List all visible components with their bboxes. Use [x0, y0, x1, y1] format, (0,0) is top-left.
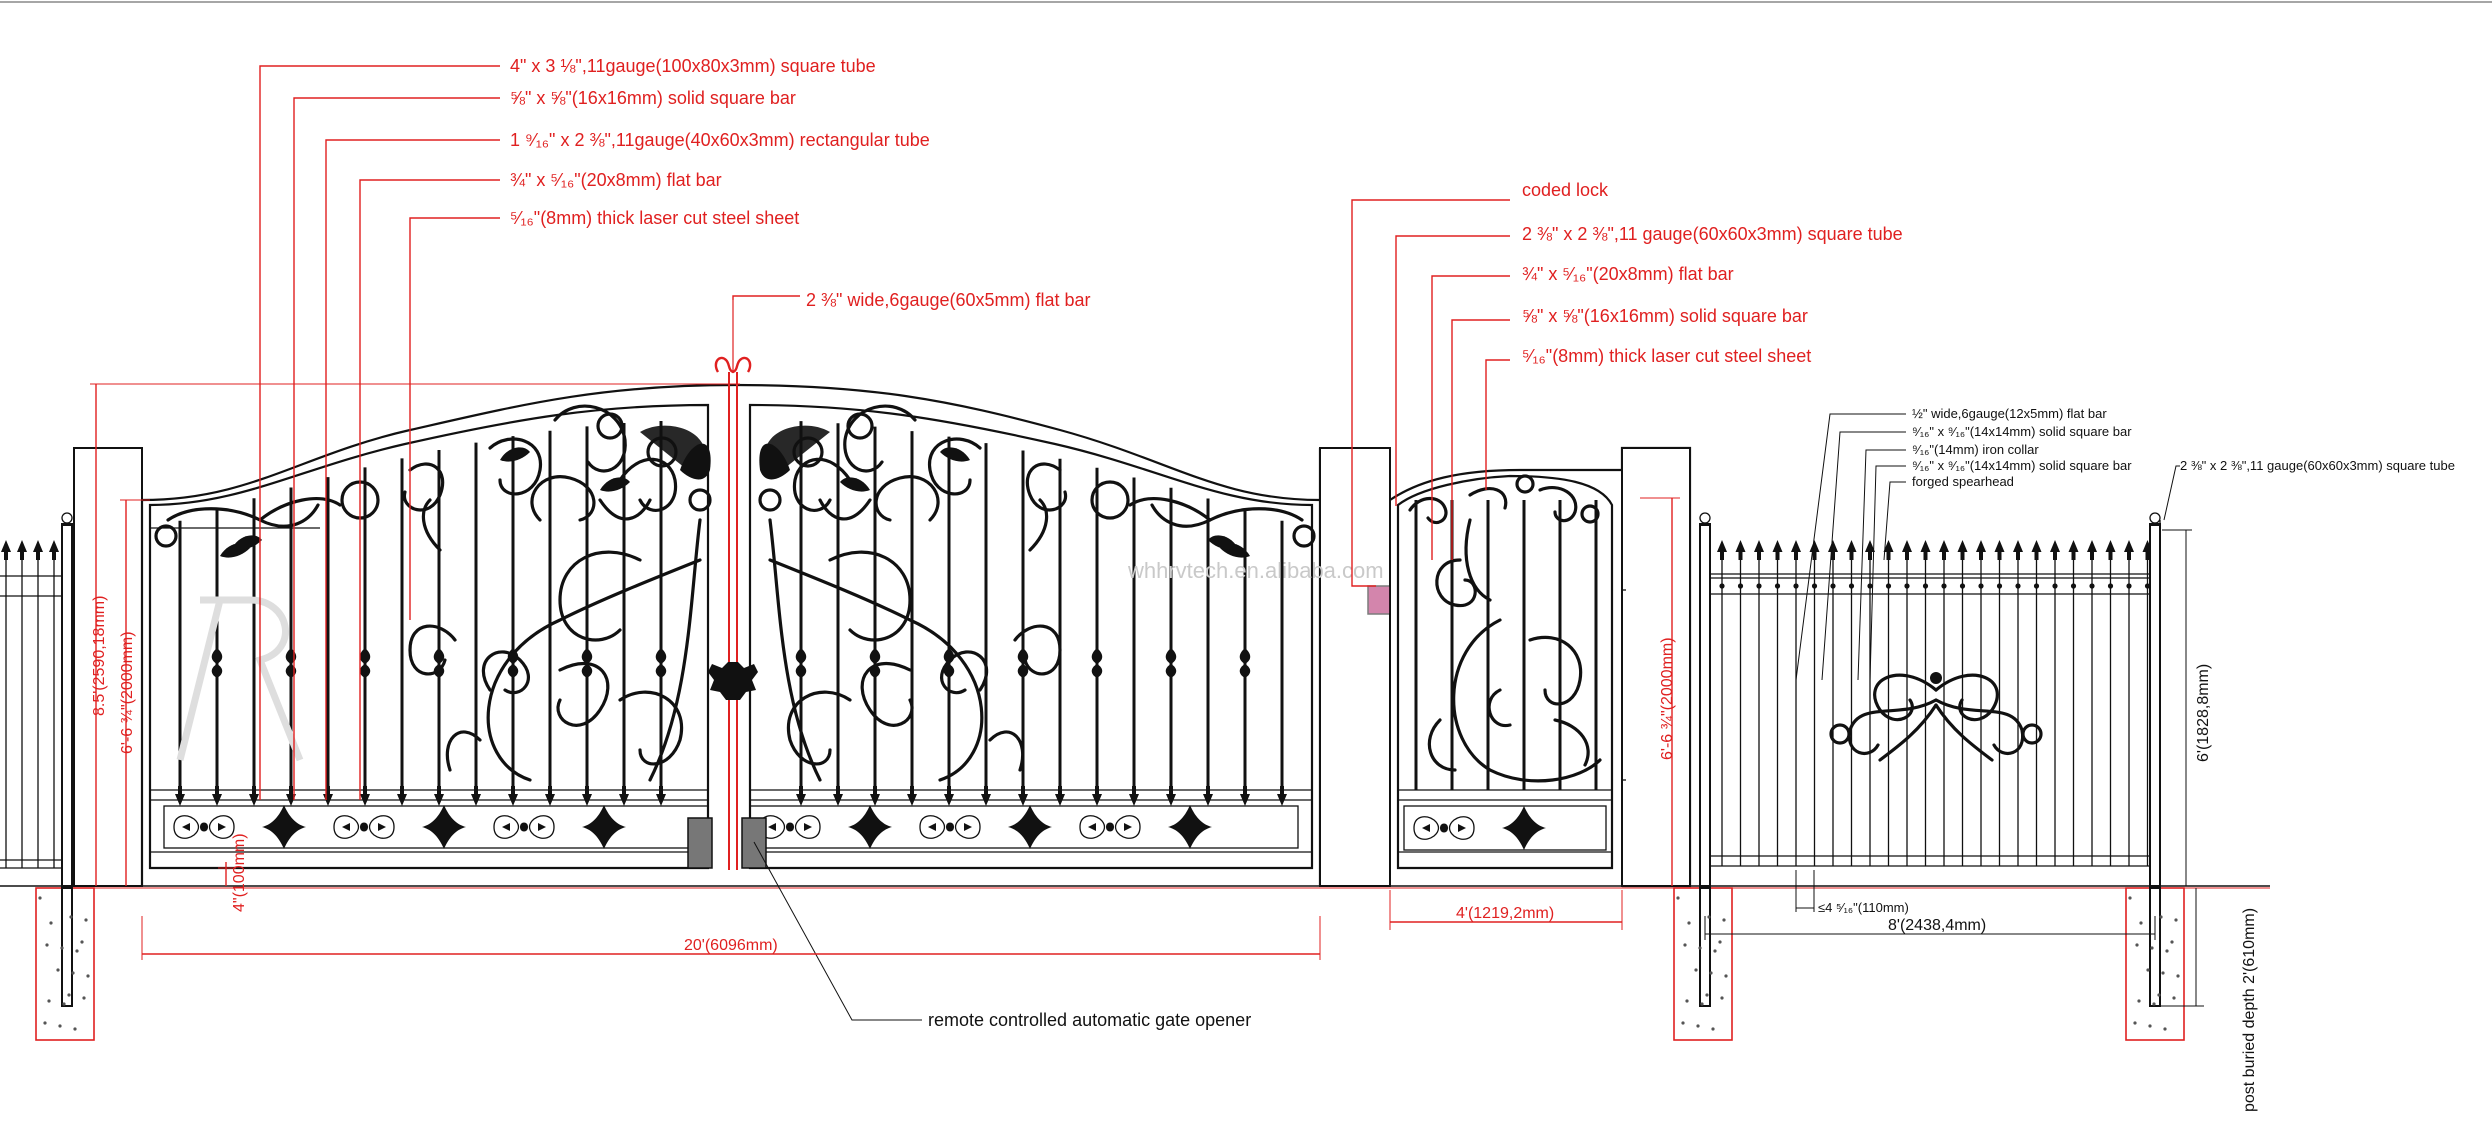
callout-fence-post-tube: 2 ⅜" x 2 ⅜",11 gauge(60x60x3mm) square t…	[2180, 458, 2455, 473]
callouts-fence: ½" wide,6gauge(12x5mm) flat bar ⁹⁄₁₆" x …	[1795, 406, 2455, 681]
callout-square-tube-60x60: 2 ⅜" x 2 ⅜",11 gauge(60x60x3mm) square t…	[1522, 224, 1903, 244]
pedestrian-gate-bars	[1414, 500, 1598, 790]
callouts-right: coded lock 2 ⅜" x 2 ⅜",11 gauge(60x60x3m…	[1351, 180, 1903, 587]
callout-center: 2 ⅜" wide,6gauge(60x5mm) flat bar	[732, 290, 1091, 310]
post-footings	[35, 887, 2185, 1041]
pedestrian-gate-post	[1621, 447, 1691, 887]
callout-rectangular-tube: 1 ⁹⁄₁₆" x 2 ⅜",11gauge(40x60x3mm) rectan…	[510, 130, 930, 150]
gate-bars-left	[175, 420, 667, 806]
dim-pedestrian-width: 4'(1219,2mm)	[1456, 905, 1554, 922]
center-top-finial	[714, 356, 752, 374]
callout-fence-square-bar-2: ⁹⁄₁₆" x ⁹⁄₁₆"(14x14mm) solid square bar	[1912, 458, 2132, 473]
coded-lock-box	[1367, 585, 1391, 615]
pedestrian-gate-leaf	[1396, 474, 1614, 870]
callout-fence-flat-bar: ½" wide,6gauge(12x5mm) flat bar	[1912, 406, 2107, 421]
callout-gate-opener: remote controlled automatic gate opener	[928, 1010, 1251, 1030]
dim-overall-height: 8.5'(2590,18mm)	[91, 596, 108, 716]
dim-picket-spacing: ≤4 ⁵⁄₁₆"(110mm)	[1818, 900, 1909, 915]
fence-pickets	[1717, 540, 2153, 866]
fence-center-ornament	[1829, 672, 2043, 762]
callout-forged-spearhead: forged spearhead	[1912, 474, 2014, 489]
dim-fence-panel-width: 8'(2438,4mm)	[1888, 917, 1986, 934]
pedestrian-bottom-band	[1413, 806, 1546, 850]
callout-flat-bar-20x8: ¾" x ⁵⁄₁₆"(20x8mm) flat bar	[510, 170, 722, 190]
dim-post-depth: post buried depth 2'(610mm)	[2241, 908, 2258, 1112]
gate-post-left	[73, 447, 143, 887]
callout-laser-cut-sheet: ⁵⁄₁₆"(8mm) thick laser cut steel sheet	[510, 208, 799, 228]
callouts-left: 4" x 3 ⅛",11gauge(100x80x3mm) square tub…	[259, 56, 930, 800]
callout-solid-square-bar-16: ⅝" x ⅝"(16x16mm) solid square bar	[510, 88, 796, 108]
callout-solid-bar-right: ⅝" x ⅝"(16x16mm) solid square bar	[1522, 306, 1808, 326]
gate-scrollwork-left	[154, 404, 712, 782]
callout-iron-collar: ⁹⁄₁₆"(14mm) iron collar	[1912, 442, 2039, 457]
watermark-text: whhrvtech.en.alibaba.com	[1127, 558, 1384, 583]
gate-scrollwork-right	[758, 404, 1316, 782]
callout-coded-lock: coded lock	[1522, 180, 1609, 200]
gate-bottom-band-right	[759, 805, 1212, 849]
gate-arch-outer	[141, 383, 1321, 502]
gate-leaf-left	[148, 403, 710, 870]
watermark-logo	[176, 596, 304, 762]
fence-panel	[1698, 512, 2162, 887]
pedestrian-scrollwork	[1408, 474, 1602, 783]
dim-pedestrian-height: 6'-6 ¾"(2000mm)	[1659, 637, 1676, 760]
dim-bottom-clearance: 4"(100mm)	[231, 833, 248, 912]
gate-opener-left	[687, 817, 713, 869]
callout-flat-bar-60x5: 2 ⅜" wide,6gauge(60x5mm) flat bar	[806, 290, 1091, 310]
dim-gate-height: 6'-6 ¾"(2000mm)	[119, 631, 136, 754]
dim-double-gate-width: 20'(6096mm)	[684, 937, 778, 954]
callout-flat-bar-right: ¾" x ⁵⁄₁₆"(20x8mm) flat bar	[1522, 264, 1734, 284]
double-driveway-gate	[140, 300, 1391, 887]
callout-opener: remote controlled automatic gate opener	[753, 841, 1251, 1030]
dim-fence-height: 6'(1828,8mm)	[2195, 664, 2212, 762]
left-fence-fragment	[0, 512, 74, 887]
gate-post-right	[1319, 447, 1391, 887]
gate-bars-right	[795, 421, 1287, 806]
pedestrian-gate	[1367, 446, 1692, 888]
callout-sheet-right: ⁵⁄₁₆"(8mm) thick laser cut steel sheet	[1522, 346, 1811, 366]
callout-square-tube-100x80: 4" x 3 ⅛",11gauge(100x80x3mm) square tub…	[510, 56, 876, 76]
center-latch	[708, 662, 758, 700]
callout-fence-square-bar: ⁹⁄₁₆" x ⁹⁄₁₆"(14x14mm) solid square bar	[1912, 424, 2132, 439]
dimensions: 8.5'(2590,18mm) 6'-6 ¾"(2000mm) 4"(100mm…	[90, 383, 2258, 1112]
gate-leaf-right	[748, 403, 1314, 870]
